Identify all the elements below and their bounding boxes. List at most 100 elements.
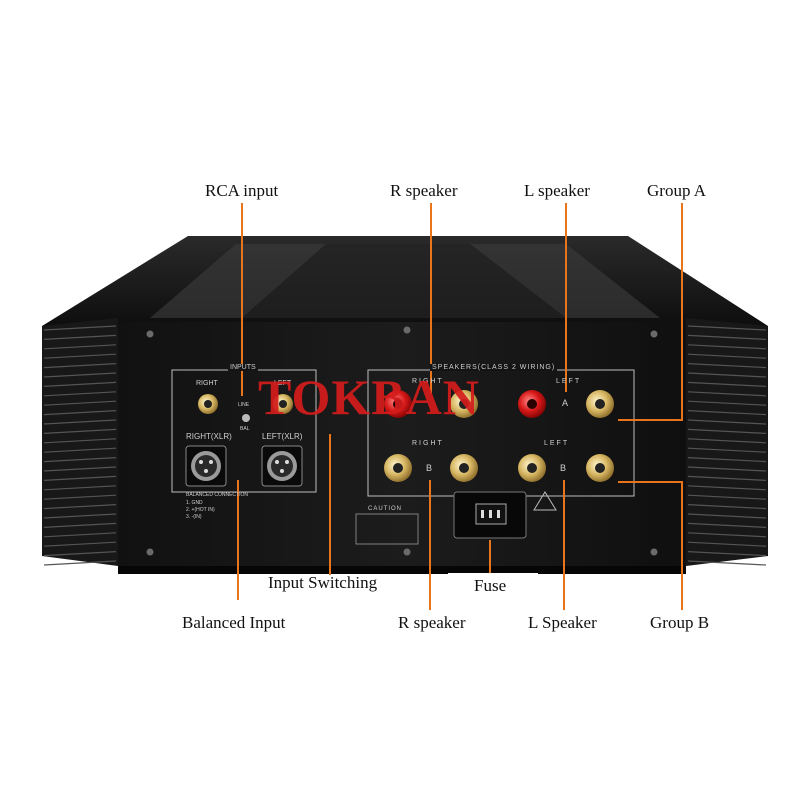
callout-l-speaker-top: L speaker [524,181,590,200]
caution-label [355,513,419,545]
fin-line [687,447,767,453]
speaker-terminal-l-minus-a[interactable] [586,390,614,418]
fin-line [43,466,117,472]
speaker-terminal-r-minus-b[interactable] [450,454,478,482]
fin-line [43,428,117,434]
speakers-left-b-label: LEFT [544,440,570,447]
fin-line [687,551,767,557]
switch-line-label: LINE [238,402,250,408]
xlr-right-jack[interactable] [185,445,227,487]
fin-line [43,419,117,425]
speaker-terminal-l-plus-b[interactable] [518,454,546,482]
fin-line [687,466,767,472]
caution-text: CAUTION [368,506,402,512]
fin-line [43,381,117,387]
group-b-mark: B [426,463,433,473]
speakers-title: SPEAKERS(CLASS 2 WIRING) [430,364,558,371]
callout-group-a: Group A [647,181,707,200]
xlr-pin-2: 2. +(HOT IN) [186,507,215,513]
xlr-left-label: LEFT(XLR) [262,432,303,441]
warning-triangle-icon [533,491,557,511]
fuse-label-backing [448,573,538,599]
fin-line [687,410,767,416]
chassis-top [42,236,768,326]
speakers-right-b-label: RIGHT [412,440,444,447]
fin-line [687,344,767,350]
leader-lines [237,203,683,610]
fin-line [687,325,767,331]
fin-line [687,419,767,425]
fin-line [43,475,117,481]
fin-line [687,485,767,491]
xlr-pin-1: 1. GND [186,500,203,506]
fin-line [43,410,117,416]
fin-line [687,381,767,387]
fin-line [687,494,767,500]
rca-left-label: LEFT [274,380,292,387]
watermark: TOKBAN [258,369,480,425]
fin-line [43,447,117,453]
fin-line [43,494,117,500]
callout-l-speaker-bottom: L Speaker [528,613,597,632]
fin-line [43,372,117,378]
panel-screws [146,326,658,556]
speakers-right-a-label: RIGHT [412,378,444,385]
group-a-mark: A [562,398,569,408]
fin-line [43,457,117,463]
fin-line [43,391,117,397]
fin-line [687,438,767,444]
fin-line [43,560,117,566]
switch-bal-label: BAL [240,426,250,432]
fin-line [687,475,767,481]
fin-line [43,485,117,491]
fin-line [687,532,767,538]
fin-line [43,541,117,547]
speaker-terminal-r-minus-a[interactable] [450,390,478,418]
group-b-mark-left: B [560,463,567,473]
fin-line [43,353,117,359]
rca-right-label: RIGHT [196,380,218,387]
speakers-left-a-label: LEFT [556,378,582,385]
callout-rca-input: RCA input [205,181,279,200]
rear-panel [118,322,686,568]
speaker-terminal-r-plus-b[interactable] [384,454,412,482]
fin-line [687,504,767,510]
fin-line [43,513,117,519]
balanced-connection-title: BALANCED CONNECTION [186,492,248,498]
fin-line [43,325,117,331]
input-switch[interactable] [242,414,250,422]
fin-line [43,344,117,350]
xlr-right-label: RIGHT(XLR) [186,432,232,441]
fin-line [43,532,117,538]
speaker-terminal-r-plus-a[interactable] [384,390,412,418]
fin-line [687,372,767,378]
rca-left-jack[interactable] [273,394,293,414]
fin-line [43,438,117,444]
fin-line [687,334,767,340]
xlr-pin-3: 3. -(IN) [186,514,202,520]
fin-line [43,363,117,369]
fin-line [43,400,117,406]
rca-right-jack[interactable] [198,394,218,414]
power-inlet[interactable] [453,491,527,539]
fin-line [687,400,767,406]
callout-group-b: Group B [650,613,710,632]
inputs-title: INPUTS [228,364,258,371]
callout-r-speaker-bottom: R speaker [398,613,466,632]
fin-line [687,560,767,566]
fin-line [687,522,767,528]
callout-fuse: Fuse [474,576,507,595]
fin-line [687,363,767,369]
fin-line [43,504,117,510]
fin-line [687,513,767,519]
speaker-terminal-l-minus-b[interactable] [586,454,614,482]
right-heatsink-fins [686,318,768,566]
callout-balanced-input: Balanced Input [182,613,286,632]
xlr-left-jack[interactable] [261,445,303,487]
fin-line [43,334,117,340]
left-heatsink-fins [42,318,118,566]
fin-line [687,391,767,397]
speaker-terminal-l-plus-a[interactable] [518,390,546,418]
fin-line [687,353,767,359]
